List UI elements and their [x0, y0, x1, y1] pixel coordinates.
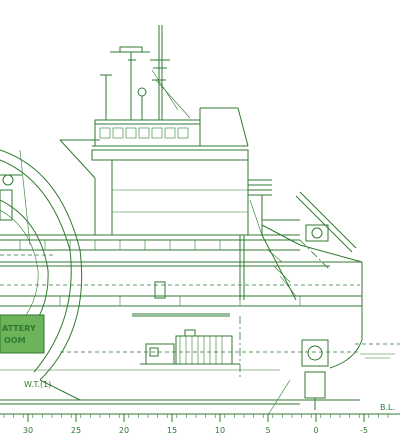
mast-antennas	[100, 25, 191, 120]
battery-room: ATTERY OOM	[0, 314, 45, 354]
frame-scale: B.L. 30 25 20 15 10 5 0 -5	[0, 403, 400, 435]
engine-room	[60, 316, 360, 380]
scale-label: 10	[215, 426, 225, 435]
scale-label: 15	[167, 426, 177, 435]
battery-room-label-line1: ATTERY	[2, 324, 36, 333]
scale-label: -5	[360, 426, 368, 435]
scale-label: 20	[119, 426, 129, 435]
upper-deckhouse	[59, 139, 272, 236]
main-deck	[0, 234, 362, 317]
hull-bottom: W.T.(1)	[0, 339, 400, 416]
battery-room-label-line2: OOM	[4, 336, 26, 345]
wheelhouse	[92, 107, 249, 151]
small-tag: W.T.(1)	[24, 380, 51, 389]
scale-label: 25	[71, 426, 81, 435]
scale-label: 5	[265, 426, 270, 435]
scale-label: 30	[23, 426, 33, 435]
bow-structure	[261, 191, 363, 369]
baseline-label: B.L.	[380, 403, 395, 412]
scale-label: 0	[313, 426, 318, 435]
